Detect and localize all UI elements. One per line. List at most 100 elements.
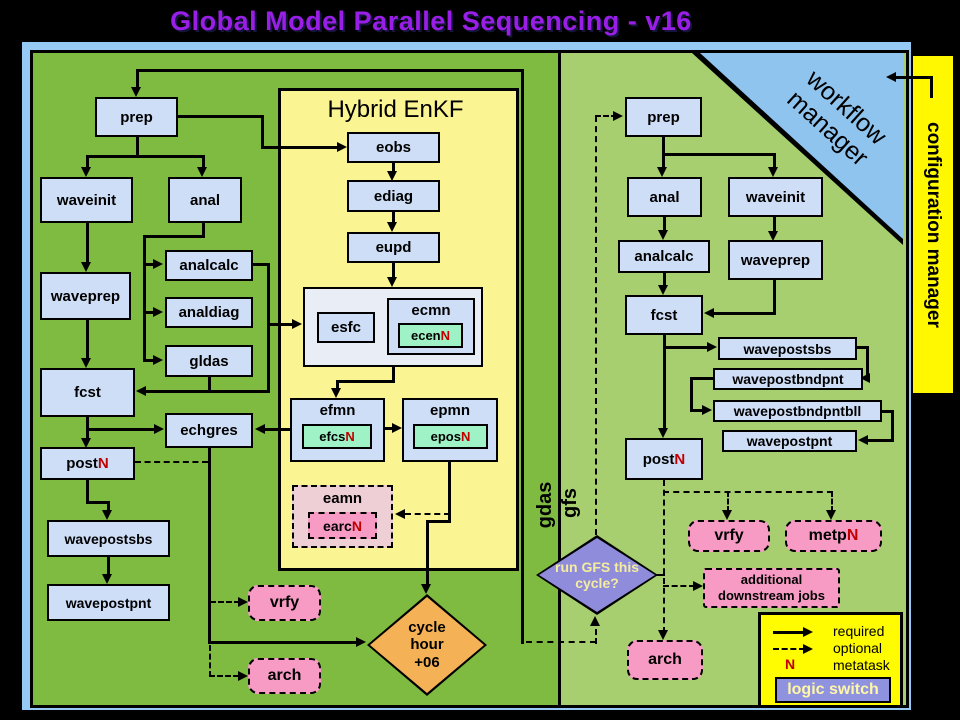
edge [267,263,270,393]
task-gdas-anal: anal [168,177,242,223]
edge [663,335,666,430]
task-label: ecen [410,328,441,343]
edge [773,217,776,232]
task-gfs-prep: prep [625,97,702,137]
arrowhead [707,342,717,352]
edge [662,153,776,156]
configuration-manager-bar: configuration manager [913,56,953,393]
edge-optional [209,645,211,677]
task-label: post [66,455,98,472]
arrowhead [658,230,668,240]
label-line: +06 [414,653,440,671]
arrowhead [886,72,896,82]
edge [86,480,89,504]
arrowhead [658,428,668,438]
task-gdas-wavepostpnt: wavepostpnt [47,584,170,621]
edge [857,346,869,349]
edge [866,439,894,442]
edge [86,320,89,360]
arrowhead [331,388,341,398]
edge [143,311,157,314]
task-label: epos [430,429,461,444]
edge [178,115,263,118]
arrowhead [81,358,91,368]
arrowhead [81,262,91,272]
task-label: downstream jobs [718,588,825,603]
edge [663,273,666,286]
edge [336,380,339,390]
task-label: efcs [319,429,346,444]
edge [86,501,110,504]
arrowhead [238,597,248,607]
legend: required optional N metatask logic switc… [758,612,903,708]
edge-optional [210,601,240,603]
edge [143,235,146,362]
task-gdas-echgres: echgres [165,413,253,448]
edge [662,153,665,168]
edge [107,501,110,513]
metatask-n: N [345,429,355,444]
legend-metatask-n: N [785,656,796,672]
edge [202,155,205,169]
metatask-n: N [460,429,471,444]
arrowhead [858,435,868,445]
edge [690,409,704,412]
task-gfs-analcalc: analcalc [618,240,710,273]
task-gdas-wavepostsbs: wavepostsbs [47,520,170,557]
edge [208,377,211,393]
task-gfs-wavepostbndpntbll: wavepostbndpntbll [713,400,882,422]
edge [773,153,776,168]
edge [87,155,204,158]
arrowhead [803,627,813,637]
arrowhead [657,167,667,177]
task-eobs: eobs [347,132,440,163]
arrowhead [722,510,732,520]
edge-optional [595,115,617,117]
task-gfs-vrfy: vrfy [688,520,770,552]
edge [930,76,933,98]
edge [143,263,157,266]
arrowhead [153,259,163,269]
edge [202,223,205,238]
edge [263,428,290,431]
metatask-n: N [97,455,109,472]
arrowhead [658,285,668,295]
task-label: additional [740,572,803,588]
legend-optional-label: optional [833,640,883,656]
task-gfs-waveinit: waveinit [728,177,823,217]
edge [86,155,89,169]
task-ediag: ediag [347,180,440,212]
edge [267,323,294,326]
task-eupd: eupd [347,232,440,263]
arrowhead [392,423,402,433]
arrowhead [590,616,600,626]
legend-optional-line [773,648,805,650]
arrowhead [860,373,870,383]
edge [143,359,157,362]
edge [663,217,666,231]
decision-cycle-hour-label: cycle hour +06 [367,594,487,696]
edge [392,163,395,173]
edge [87,428,156,431]
arrowhead [387,277,397,287]
hybrid-enkf-title: Hybrid EnKF [327,96,464,123]
metatask-n: N [674,450,686,468]
label-line: cycle [408,619,446,637]
arrowhead [238,671,248,681]
edge [136,69,139,88]
task-gfs-wavepostsbs: wavepostsbs [718,337,857,360]
arrowhead [102,574,112,584]
task-label: post [642,450,675,468]
arrowhead [387,171,397,181]
edge [690,377,714,380]
edge [662,137,665,154]
edge [426,520,451,523]
gfs-panel-label: gfs [558,488,581,518]
task-gdas-prep: prep [95,97,178,137]
arrowhead [826,510,836,520]
